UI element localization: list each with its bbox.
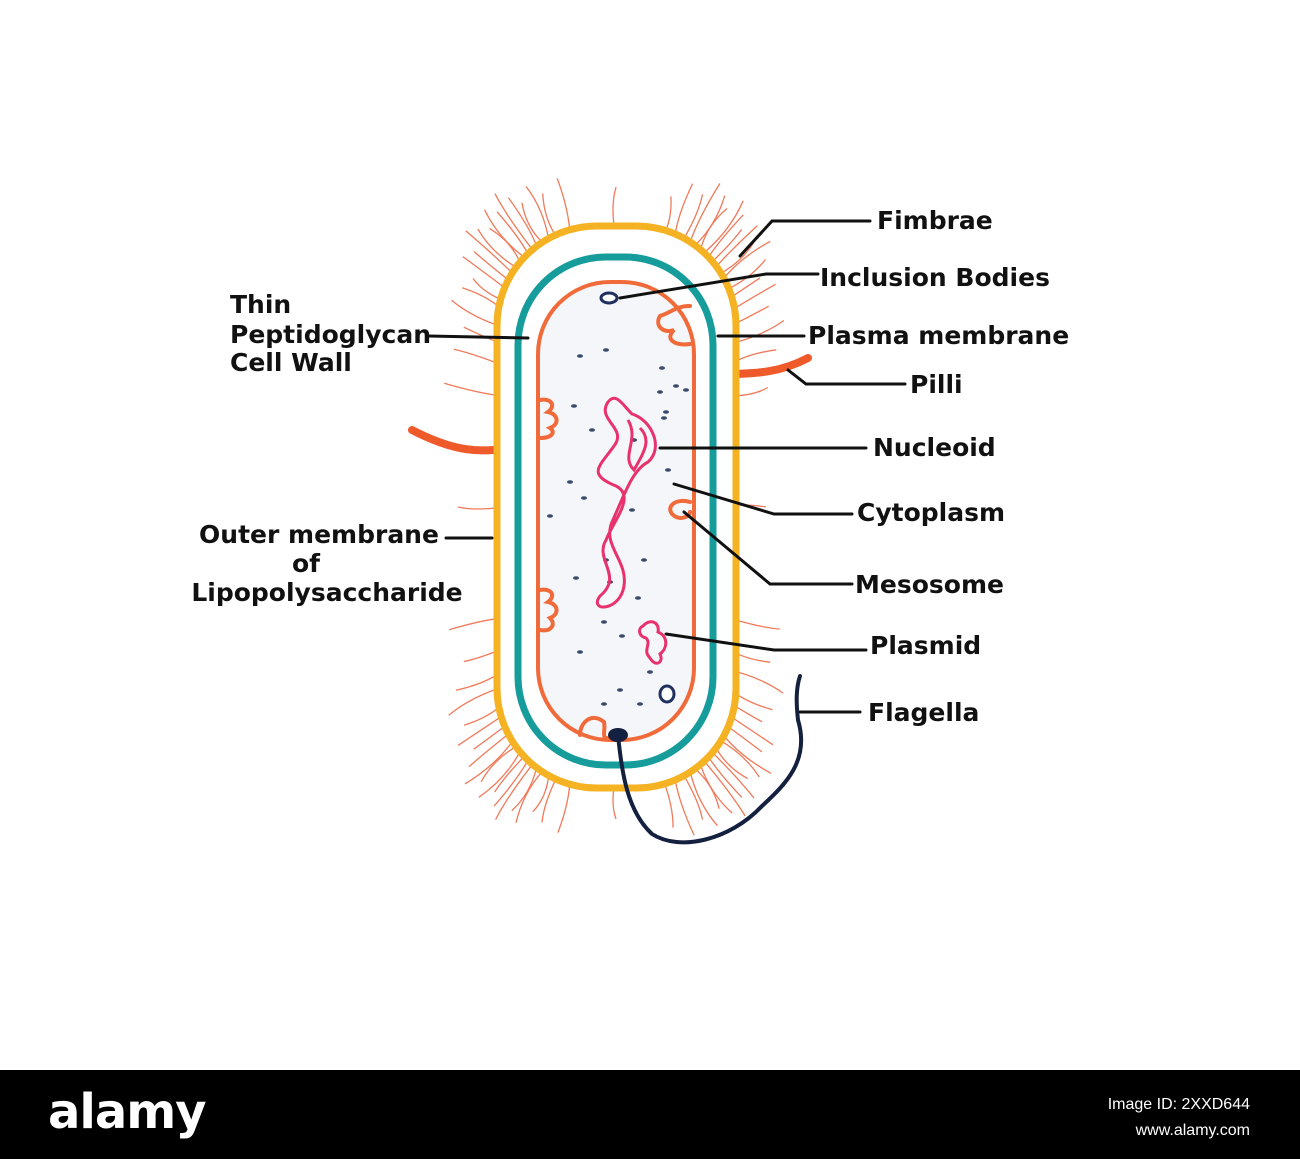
watermark-footer: alamy Image ID: 2XXD644 www.alamy.com [0, 1070, 1300, 1159]
flagellum [616, 674, 804, 845]
fimbria [689, 183, 721, 242]
label-cytoplasm: Cytoplasm [857, 498, 1005, 527]
ribosome-dot [661, 416, 667, 420]
fimbria [478, 751, 521, 798]
nucleoid [596, 396, 657, 609]
label-pilli: Pilli [910, 370, 963, 399]
ribosome-dot [589, 428, 595, 432]
label-outer-membrane-line1: Outer membrane [199, 520, 439, 549]
fimbria [708, 214, 744, 257]
fimbria [515, 771, 543, 823]
ribosome-dot [635, 596, 641, 600]
fimbria [708, 757, 743, 798]
ribosome-dot [567, 480, 573, 484]
fimbria [525, 186, 550, 240]
label-fimbrae: Fimbrae [877, 206, 993, 235]
leader-lines [426, 219, 907, 714]
fimbria [494, 757, 524, 793]
label-nucleoid: Nucleoid [873, 433, 996, 462]
ribosome-dot [581, 496, 587, 500]
fimbria [700, 207, 728, 248]
ribosome-dot [629, 508, 635, 512]
image-id: Image ID: 2XXD644 [1107, 1096, 1250, 1113]
ribosome-dot [617, 688, 623, 692]
ribosome-dot [683, 388, 689, 392]
ribosome-dot [657, 390, 663, 394]
fimbria [480, 745, 518, 783]
fimbria [521, 202, 543, 243]
label-cell-wall-line3: Cell Wall [230, 348, 352, 377]
fimbria [483, 209, 524, 257]
fimbria [464, 738, 515, 785]
ribosome-dot [577, 354, 583, 358]
fimbria [494, 193, 532, 249]
fimbria [673, 183, 694, 239]
ribosome-dot [647, 670, 653, 674]
image-meta: Image ID: 2XXD644 www.alamy.com [1108, 1092, 1250, 1144]
fimbria [673, 775, 695, 836]
ribosome-dot [547, 514, 553, 518]
ribosome-dot [601, 620, 607, 624]
fimbria [704, 761, 746, 817]
ribosome-dot [637, 702, 643, 706]
fimbria [704, 200, 744, 253]
fimbria [711, 751, 755, 799]
label-outer-membrane-line3: Lipopolysaccharide [191, 578, 462, 607]
label-flagella: Flagella [868, 698, 979, 727]
ribosome-dot [571, 404, 577, 408]
ribosome-dot [673, 384, 679, 388]
ribosome-dot [603, 348, 609, 352]
fimbria [465, 230, 515, 276]
fimbria [682, 194, 704, 240]
ribosomes [547, 348, 689, 706]
ribosome-dot [601, 702, 607, 706]
inclusion-body-lower [658, 684, 676, 704]
fimbria [695, 769, 720, 809]
plasmid [638, 620, 668, 665]
label-plasmid: Plasmid [870, 631, 981, 660]
fimbria [495, 765, 532, 820]
fimbria [493, 761, 528, 807]
fimbria [689, 772, 718, 827]
label-mesosome: Mesosome [855, 570, 1004, 599]
ribosome-dot [663, 410, 669, 414]
label-cell-wall-line1: Thin [230, 290, 291, 319]
inclusion-body [599, 291, 619, 305]
fimbria [719, 730, 772, 774]
ribosome-dot [619, 634, 625, 638]
label-outer-membrane-line2: of [292, 549, 321, 578]
label-inclusion-bodies: Inclusion Bodies [820, 263, 1050, 292]
brand-logo: alamy [48, 1084, 207, 1140]
site-url: www.alamy.com [1135, 1122, 1250, 1139]
fimbria [507, 197, 537, 245]
ribosome-dot [573, 576, 579, 580]
fimbria [511, 769, 537, 812]
fimbria [496, 211, 528, 253]
ribosome-dot [659, 366, 665, 370]
fimbria [477, 228, 518, 269]
fimbria [711, 229, 743, 263]
ribosome-dot [641, 558, 647, 562]
label-plasma-membrane: Plasma membrane [808, 321, 1069, 350]
label-cell-wall-line2: Peptidoglycan [230, 320, 431, 349]
basal-body [608, 728, 628, 742]
fimbria [682, 774, 704, 820]
ribosome-dot [577, 650, 583, 654]
fimbria [541, 775, 559, 823]
ribosome-dot [665, 468, 671, 472]
